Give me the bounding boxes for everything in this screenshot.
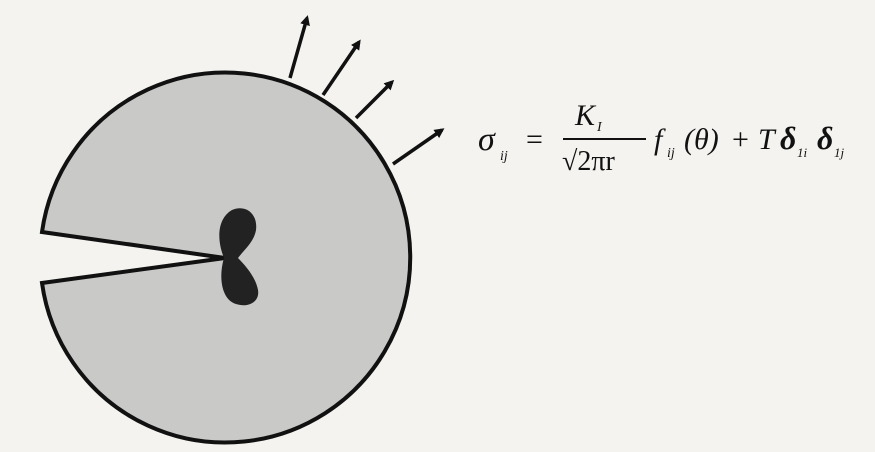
sigma-subscript: ij [500,149,508,164]
traction-arrow-2 [321,39,361,96]
traction-arrow-4 [392,128,445,166]
delta-symbol-2: δ [817,120,833,156]
traction-arrow-3 [354,79,395,120]
stress-equation: σ ij = K I √2πr f ij (θ) + T δ 1i δ 1j [478,99,845,177]
denominator: √2πr [562,146,616,177]
delta-subscript-1: 1i [797,145,808,160]
traction-arrow-1 [288,15,310,79]
equals-sign: = [526,123,543,156]
function-f: f [654,123,666,156]
sigma-symbol: σ [478,121,496,158]
delta-symbol-1: δ [780,120,796,156]
t-term: T [758,123,777,156]
numerator-k: K [574,99,597,132]
numerator-subscript: I [596,120,603,135]
function-argument: (θ) [684,123,719,156]
function-subscript: ij [667,146,675,161]
plus-sign: + [732,123,749,156]
plastic-zone [219,208,259,306]
delta-subscript-2: 1j [834,145,845,160]
